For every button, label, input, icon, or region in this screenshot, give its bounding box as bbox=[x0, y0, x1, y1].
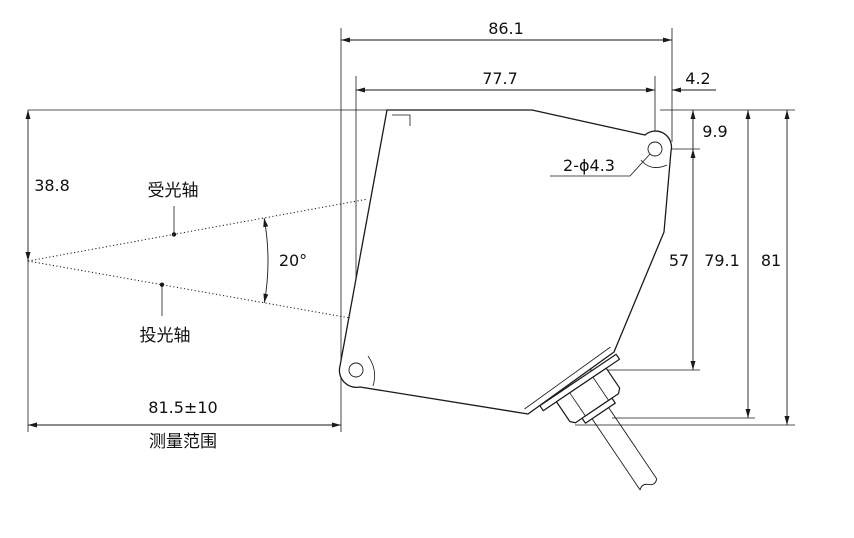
mounting-hole-bottom-left bbox=[348, 362, 364, 378]
cable-gland bbox=[539, 353, 658, 491]
body-top-notch bbox=[392, 114, 411, 126]
hole-callout-label: 2-ϕ4.3 bbox=[563, 156, 615, 175]
body-chamfer-inner bbox=[524, 346, 611, 410]
receiver-axis-label: 受光轴 bbox=[148, 181, 199, 201]
cable-break-end bbox=[639, 478, 658, 491]
cable bbox=[591, 407, 658, 491]
emitter-axis-label: 投光轴 bbox=[140, 326, 191, 346]
beam-angle-arc bbox=[263, 217, 269, 303]
body-outline bbox=[338, 109, 673, 415]
emitter-axis-line bbox=[27, 260, 351, 319]
width-overall-label: 86.1 bbox=[488, 19, 524, 38]
sensor-body bbox=[338, 109, 673, 415]
gland-nut-edges bbox=[569, 376, 609, 417]
receiver-axis-line bbox=[27, 198, 369, 262]
range-distance-label: 81.5±10 bbox=[148, 398, 217, 417]
gland-neck bbox=[581, 397, 616, 424]
optical-axes bbox=[27, 198, 369, 319]
gland-nut bbox=[555, 367, 621, 424]
height-body-label: 79.1 bbox=[704, 251, 740, 270]
hole-callout-leader bbox=[550, 153, 651, 177]
range-caption: 测量范围 bbox=[149, 432, 217, 452]
mounting-hole-top-right bbox=[647, 141, 663, 157]
hole-pitch-x-label: 77.7 bbox=[482, 69, 518, 88]
hole-edge-offset-y-label: 9.9 bbox=[702, 122, 727, 141]
height-overall-label: 81 bbox=[761, 251, 781, 270]
beam-angle-label: 20° bbox=[279, 251, 307, 270]
labels: 86.1 77.7 4.2 9.9 2-ϕ4.3 38.8 57 79.1 81… bbox=[34, 19, 781, 452]
axis-height-label: 38.8 bbox=[34, 176, 70, 195]
dimension-lines bbox=[25, 37, 790, 428]
hole-pitch-y-label: 57 bbox=[669, 251, 689, 270]
bottom-hole-boss bbox=[367, 355, 376, 387]
hole-edge-offset-x-label: 4.2 bbox=[685, 69, 710, 88]
